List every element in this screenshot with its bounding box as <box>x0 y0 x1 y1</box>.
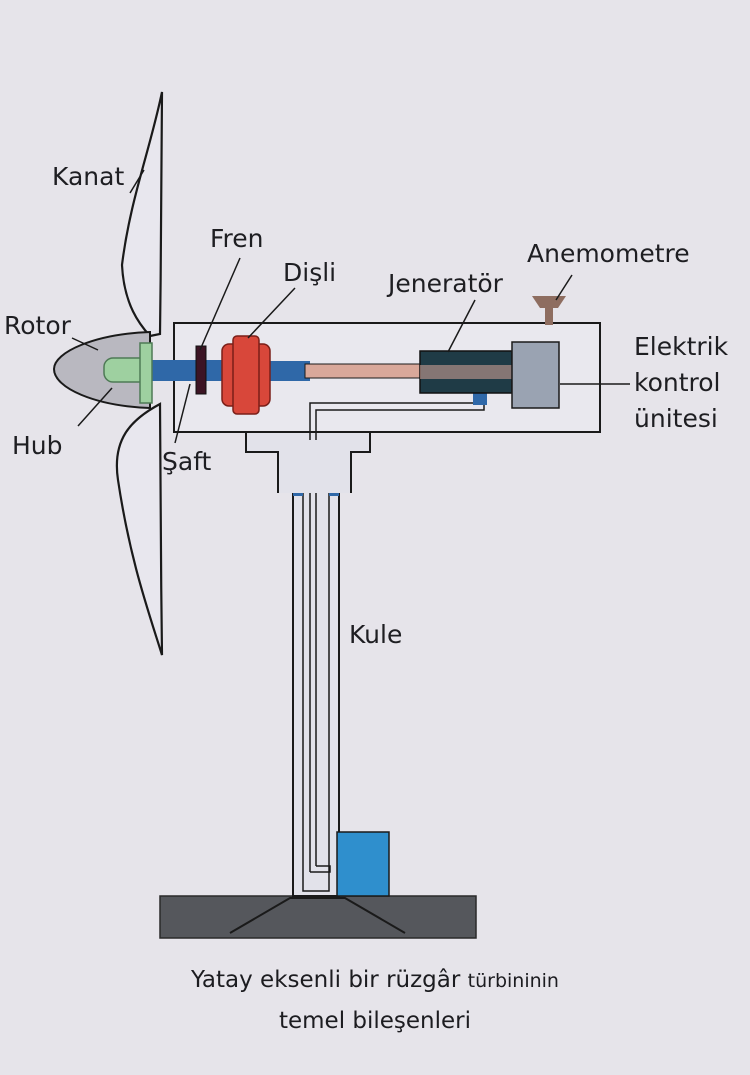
leader-saft <box>174 383 191 444</box>
leader-rotor <box>71 337 99 351</box>
leader-kanat <box>129 169 145 194</box>
leader-disli <box>247 287 296 339</box>
tower-cable-bottom <box>310 865 331 873</box>
leader-fren <box>199 257 241 351</box>
label-elektrik-line2: kontrol <box>634 368 721 397</box>
caption-small: türbininin <box>467 970 559 992</box>
blade-lower <box>115 402 164 656</box>
label-fren: Fren <box>210 224 264 253</box>
blade-upper <box>120 91 164 338</box>
cable-connector <box>473 393 487 405</box>
caption-line-1: Yatay eksenli bir rüzgâr türbininin <box>0 967 750 993</box>
brake-disc <box>195 345 207 395</box>
label-rotor: Rotor <box>4 311 72 340</box>
label-disli: Dişli <box>283 258 336 287</box>
anemometer-head <box>532 296 566 308</box>
control-unit <box>511 341 560 409</box>
label-saft: Şaft <box>162 447 212 476</box>
generator-core <box>420 365 512 379</box>
leader-jenerator <box>447 299 476 353</box>
label-elektrik-line3: ünitesi <box>634 404 718 433</box>
leader-anemometre <box>555 274 573 301</box>
base-control-block <box>336 831 390 897</box>
leader-hub <box>77 387 113 427</box>
tower-head <box>245 427 371 493</box>
label-elektrik-line1: Elektrik <box>634 332 729 361</box>
anemometer-post <box>545 307 553 325</box>
label-kanat: Kanat <box>52 162 124 191</box>
rotor-cone <box>52 330 151 410</box>
hub-flange <box>139 342 153 404</box>
label-jenerator: Jeneratör <box>386 269 504 298</box>
foundation-roots <box>229 897 406 934</box>
gearbox-inner <box>232 335 260 415</box>
low-speed-shaft <box>150 360 240 381</box>
shaft-after-gear <box>270 361 310 381</box>
foundation-slab <box>159 895 477 939</box>
label-hub: Hub <box>12 431 63 460</box>
caption-line-2: temel bileşenleri <box>278 1008 472 1034</box>
label-kule: Kule <box>349 620 402 649</box>
caption-main: Yatay eksenli bir rüzgâr <box>191 967 461 993</box>
label-anemometre: Anemometre <box>527 239 690 268</box>
